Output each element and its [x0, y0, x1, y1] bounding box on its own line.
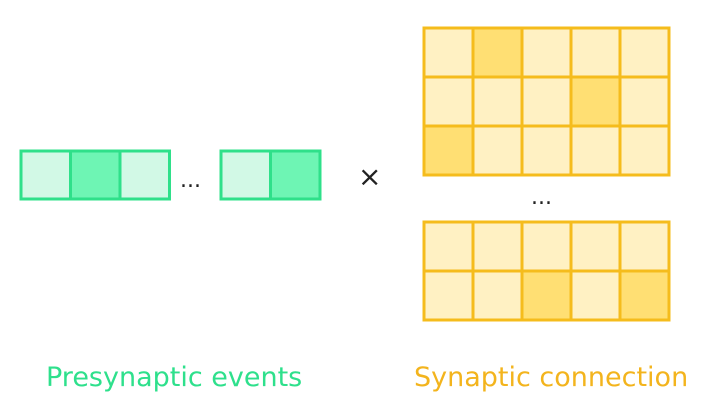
synaptic-cell [422, 75, 475, 128]
presynaptic-cell [118, 149, 171, 201]
synaptic-cell [520, 220, 573, 273]
presynaptic-caption: Presynaptic events [46, 362, 303, 393]
presynaptic-cell [269, 149, 322, 201]
synaptic-cell [520, 269, 573, 322]
synaptic-cell [520, 124, 573, 177]
synaptic-cell [569, 269, 622, 322]
synaptic-cell [471, 220, 524, 273]
synaptic-cell [618, 75, 671, 128]
presynaptic-vector [19, 149, 322, 201]
synaptic-cell [569, 75, 622, 128]
synaptic-cell [471, 124, 524, 177]
synaptic-cell [520, 26, 573, 79]
synaptic-cell [422, 124, 475, 177]
synaptic-cell [569, 124, 622, 177]
presynaptic-cell [219, 149, 272, 201]
presynaptic-ellipsis: ... [180, 168, 201, 193]
synaptic-cell [422, 269, 475, 322]
synaptic-cell [471, 75, 524, 128]
synaptic-cell [520, 75, 573, 128]
synaptic-cell [422, 220, 475, 273]
multiply-sign: × [358, 160, 382, 193]
synaptic-cell [618, 220, 671, 273]
synaptic-cell [471, 269, 524, 322]
presynaptic-cell [69, 149, 122, 201]
synaptic-cell [618, 26, 671, 79]
synaptic-caption: Synaptic connection [414, 362, 689, 393]
synaptic-cell [618, 269, 671, 322]
synaptic-cell [569, 220, 622, 273]
synaptic-cell [618, 124, 671, 177]
synaptic-cell [471, 26, 524, 79]
matrix-ellipsis: ... [531, 185, 552, 210]
synaptic-connection-matrices [422, 26, 671, 322]
synaptic-cell [569, 26, 622, 79]
synaptic-cell [422, 26, 475, 79]
presynaptic-cell [19, 149, 72, 201]
